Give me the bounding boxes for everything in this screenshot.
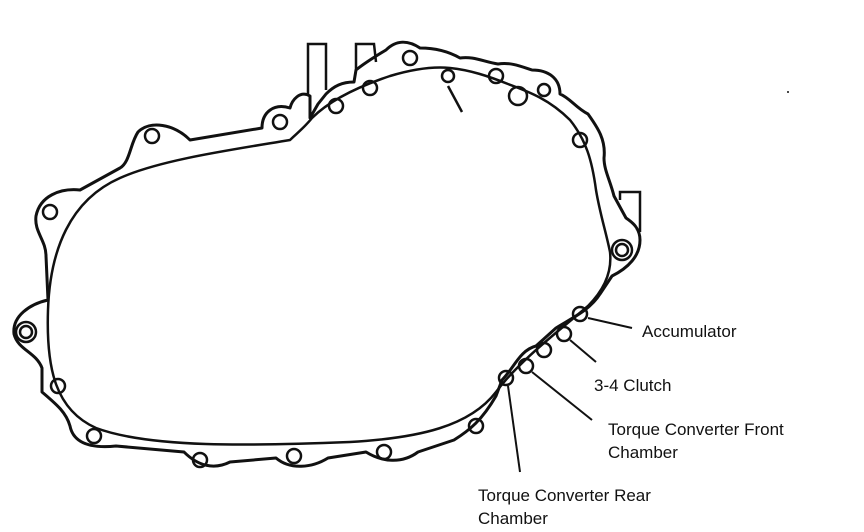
label-tc-rear-line2: Chamber bbox=[478, 509, 548, 528]
bolt-hole bbox=[571, 131, 589, 149]
leader-3-4-clutch bbox=[569, 339, 597, 363]
label-3-4-clutch: 3-4 Clutch bbox=[594, 376, 672, 395]
bolt-hole bbox=[327, 97, 345, 115]
gasket-tab-left bbox=[306, 42, 328, 96]
bolt-hole bbox=[401, 49, 419, 67]
port-tc-front bbox=[517, 357, 535, 375]
gasket-tab-right bbox=[618, 190, 642, 232]
bolt-hole bbox=[18, 324, 34, 340]
port-3-4-clutch bbox=[555, 325, 573, 343]
bolt-hole bbox=[487, 67, 505, 85]
bolt-hole bbox=[191, 451, 209, 469]
label-tc-front: Torque Converter Front Chamber bbox=[608, 418, 784, 464]
bolt-hole bbox=[14, 320, 38, 344]
label-tc-rear: Torque Converter Rear Chamber bbox=[478, 484, 651, 530]
bolt-hole bbox=[285, 447, 303, 465]
gasket-outer-outline bbox=[12, 40, 642, 468]
port-accumulator bbox=[571, 305, 589, 323]
bolt-hole bbox=[85, 427, 103, 445]
gasket-tab-mid bbox=[354, 42, 378, 70]
gasket-pin bbox=[446, 85, 464, 113]
bolt-hole bbox=[361, 79, 379, 97]
bolt-hole bbox=[467, 417, 485, 435]
bolt-hole bbox=[271, 113, 289, 131]
leader-tc-rear bbox=[507, 385, 521, 473]
bolt-hole bbox=[610, 238, 634, 262]
bolt-hole bbox=[614, 242, 630, 258]
bolt-hole bbox=[440, 68, 456, 84]
bolt-hole bbox=[49, 377, 67, 395]
bolt-hole bbox=[536, 82, 552, 98]
label-tc-front-line2: Chamber bbox=[608, 443, 678, 462]
bolt-holes bbox=[14, 49, 634, 469]
port-tc-rear bbox=[497, 369, 515, 387]
label-accumulator: Accumulator bbox=[642, 322, 737, 341]
bolt-hole bbox=[143, 127, 161, 145]
leader-lines bbox=[507, 317, 633, 473]
bolt-hole bbox=[375, 443, 393, 461]
gasket-inner-outline bbox=[46, 66, 612, 446]
bolt-hole bbox=[507, 85, 529, 107]
speck bbox=[787, 91, 789, 93]
leader-tc-front bbox=[531, 371, 593, 421]
bolt-hole bbox=[41, 203, 59, 221]
leader-accumulator bbox=[587, 317, 633, 329]
port-extra bbox=[535, 341, 553, 359]
label-tc-front-line1: Torque Converter Front bbox=[608, 420, 784, 439]
label-tc-rear-line1: Torque Converter Rear bbox=[478, 486, 651, 505]
